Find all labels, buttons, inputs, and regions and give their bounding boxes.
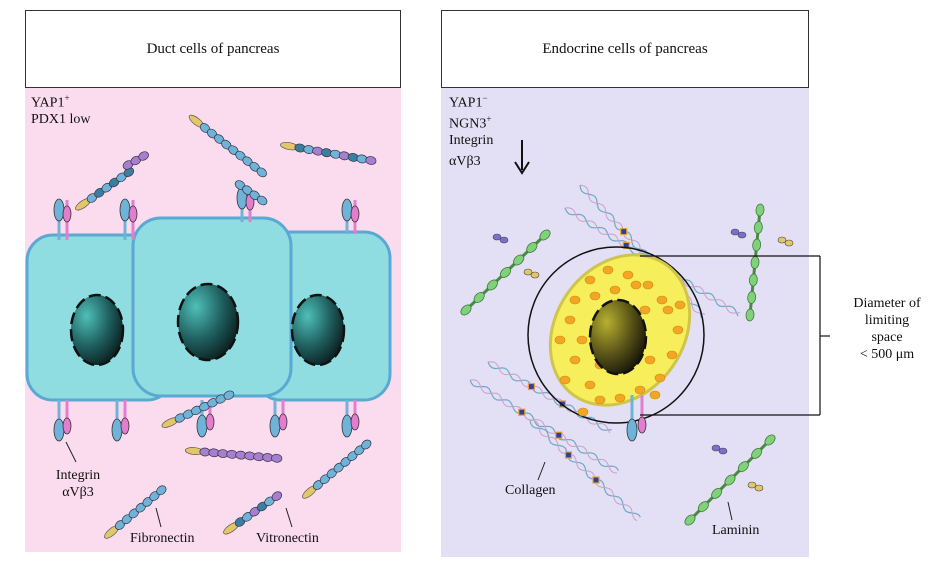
small-dimer <box>711 444 728 455</box>
granule <box>577 407 589 417</box>
small-dimer <box>523 268 540 279</box>
label-laminin: Laminin <box>712 523 760 538</box>
integrins-bottom <box>53 400 360 442</box>
nucleus-left <box>69 293 125 367</box>
diameter-annotation: Diameter of limiting space < 500 μm <box>832 295 942 363</box>
laminin-fibre <box>745 203 765 322</box>
nucleus-center <box>176 282 240 362</box>
granule <box>594 395 606 405</box>
granule <box>602 265 614 275</box>
small-dimer <box>492 233 509 244</box>
ecm-bead-chains <box>75 114 377 539</box>
granule <box>666 350 678 360</box>
label-integrin-line2: αVβ3 <box>62 485 94 500</box>
duct-marker-pdx1: PDX1 low <box>31 112 91 127</box>
endocrine-marker-yap1: YAP1− <box>449 93 488 111</box>
granule <box>639 305 651 315</box>
endocrine-marker-avb3: αVβ3 <box>449 154 481 169</box>
duct-cells <box>25 216 392 402</box>
granule <box>554 335 566 345</box>
endocrine-integrin <box>626 395 647 442</box>
secretory-granules <box>554 265 686 417</box>
granule <box>564 315 576 325</box>
granule <box>672 325 684 335</box>
granule <box>589 291 601 301</box>
down-arrow-icon <box>514 140 530 175</box>
small-dimer <box>747 481 764 492</box>
endocrine-marker-integrin: Integrin <box>449 133 494 148</box>
endocrine-panel-title: Endocrine cells of pancreas <box>441 10 809 88</box>
granule <box>634 385 646 395</box>
granule <box>609 285 621 295</box>
diameter-line2: limiting <box>864 313 910 328</box>
limiting-space-circle <box>527 246 705 424</box>
ecm-chain <box>302 439 372 499</box>
granule <box>654 373 666 383</box>
ecm-chain <box>161 390 235 428</box>
small-dimer <box>777 236 794 247</box>
ecm-chain <box>234 180 268 206</box>
ecm-chain <box>122 151 149 170</box>
label-integrin: Integrin αVβ3 <box>48 467 108 501</box>
endocrine-nucleus <box>588 298 648 376</box>
label-collagen: Collagen <box>505 483 556 498</box>
ecm-chain <box>104 485 167 539</box>
granule <box>569 355 581 365</box>
ecm-chain <box>184 447 283 463</box>
granule <box>576 335 588 345</box>
label-fibronectin: Fibronectin <box>130 531 195 546</box>
ecm-chain <box>223 491 283 535</box>
granule <box>644 355 656 365</box>
nucleus-right <box>290 293 346 367</box>
duct-marker-yap1: YAP1+ <box>31 93 70 111</box>
granule <box>649 390 661 400</box>
granule <box>630 280 642 290</box>
collagen-fibre <box>529 419 641 522</box>
granule <box>622 270 634 280</box>
ecm-chain <box>280 141 377 165</box>
laminin-fibre <box>684 434 776 526</box>
label-vitronectin: Vitronectin <box>256 531 319 546</box>
label-integrin-line1: Integrin <box>55 468 101 483</box>
granule <box>656 295 668 305</box>
duct-panel-title: Duct cells of pancreas <box>25 10 401 88</box>
granule <box>642 280 654 290</box>
granule <box>674 300 686 310</box>
ecm-chain <box>188 114 267 178</box>
granule <box>614 393 626 403</box>
diameter-line4: < 500 μm <box>859 347 915 362</box>
collagen-laminin-fibres <box>460 184 794 526</box>
diameter-bracket <box>640 255 830 416</box>
small-dimer <box>730 228 747 239</box>
granule <box>584 275 596 285</box>
diameter-line1: Diameter of <box>853 296 921 311</box>
endocrine-marker-ngn3: NGN3+ <box>449 114 492 132</box>
granule <box>569 295 581 305</box>
granule <box>559 375 571 385</box>
granule <box>662 305 674 315</box>
ecm-chain <box>75 167 135 211</box>
granule <box>584 380 596 390</box>
laminin-fibre <box>460 229 551 316</box>
diameter-line3: space <box>871 330 903 345</box>
collagen-fibre <box>469 379 620 474</box>
